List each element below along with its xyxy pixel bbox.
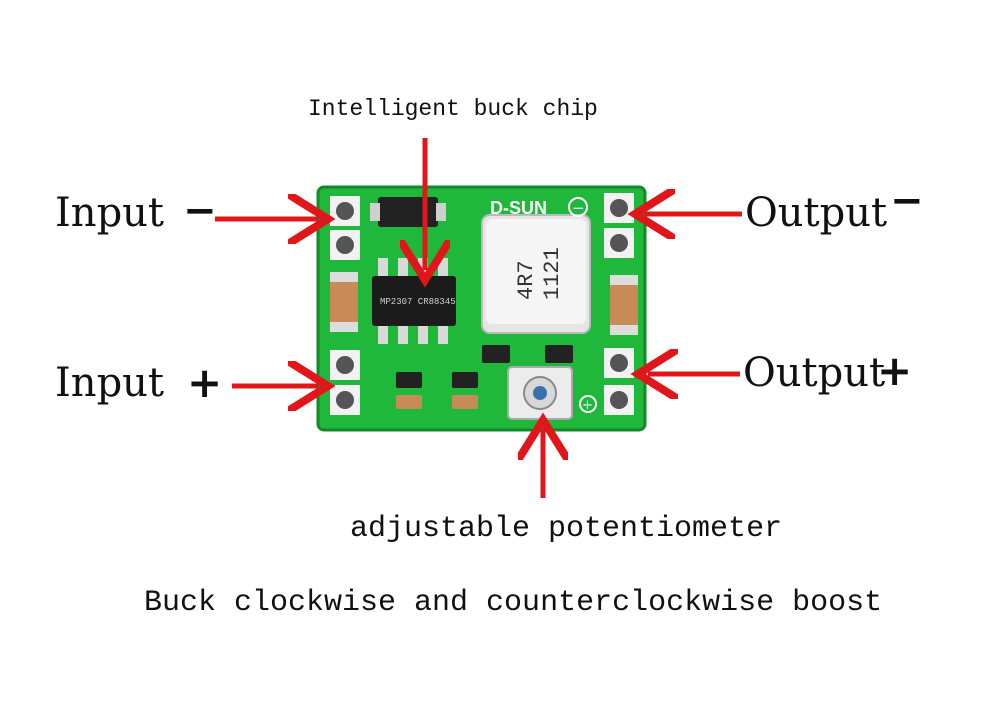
inductor xyxy=(481,214,591,334)
plus-mark xyxy=(579,395,597,413)
capacitor-left xyxy=(330,272,358,332)
pad-out-plus-1 xyxy=(604,348,634,378)
minus-mark xyxy=(568,197,588,217)
plus-symbol: + xyxy=(582,398,593,413)
input-plus-sign: + xyxy=(187,358,223,407)
chip-label: Intelligent buck chip xyxy=(308,96,598,122)
output-plus-label: Output xyxy=(743,350,886,396)
output-minus-label: Output xyxy=(745,190,888,236)
pad-out-plus-2 xyxy=(604,385,634,415)
ic-text: MP2307 CR88345 xyxy=(380,297,456,307)
input-minus-sign: − xyxy=(183,188,217,234)
inductor-text-2: 1121 xyxy=(540,247,565,300)
footer-caption: Buck clockwise and counterclockwise boos… xyxy=(144,586,883,620)
potentiometer xyxy=(507,366,573,420)
inductor-text-1: 4R7 xyxy=(514,260,539,300)
brand-text: D-SUN xyxy=(490,198,547,218)
output-minus-sign: − xyxy=(890,178,924,224)
output-plus-sign: + xyxy=(877,346,913,395)
potentiometer-label: adjustable potentiometer xyxy=(350,512,783,546)
input-plus-label: Input xyxy=(55,360,165,406)
capacitor-right xyxy=(610,275,638,335)
minus-symbol: − xyxy=(572,199,585,217)
input-minus-label: Input xyxy=(55,190,165,236)
